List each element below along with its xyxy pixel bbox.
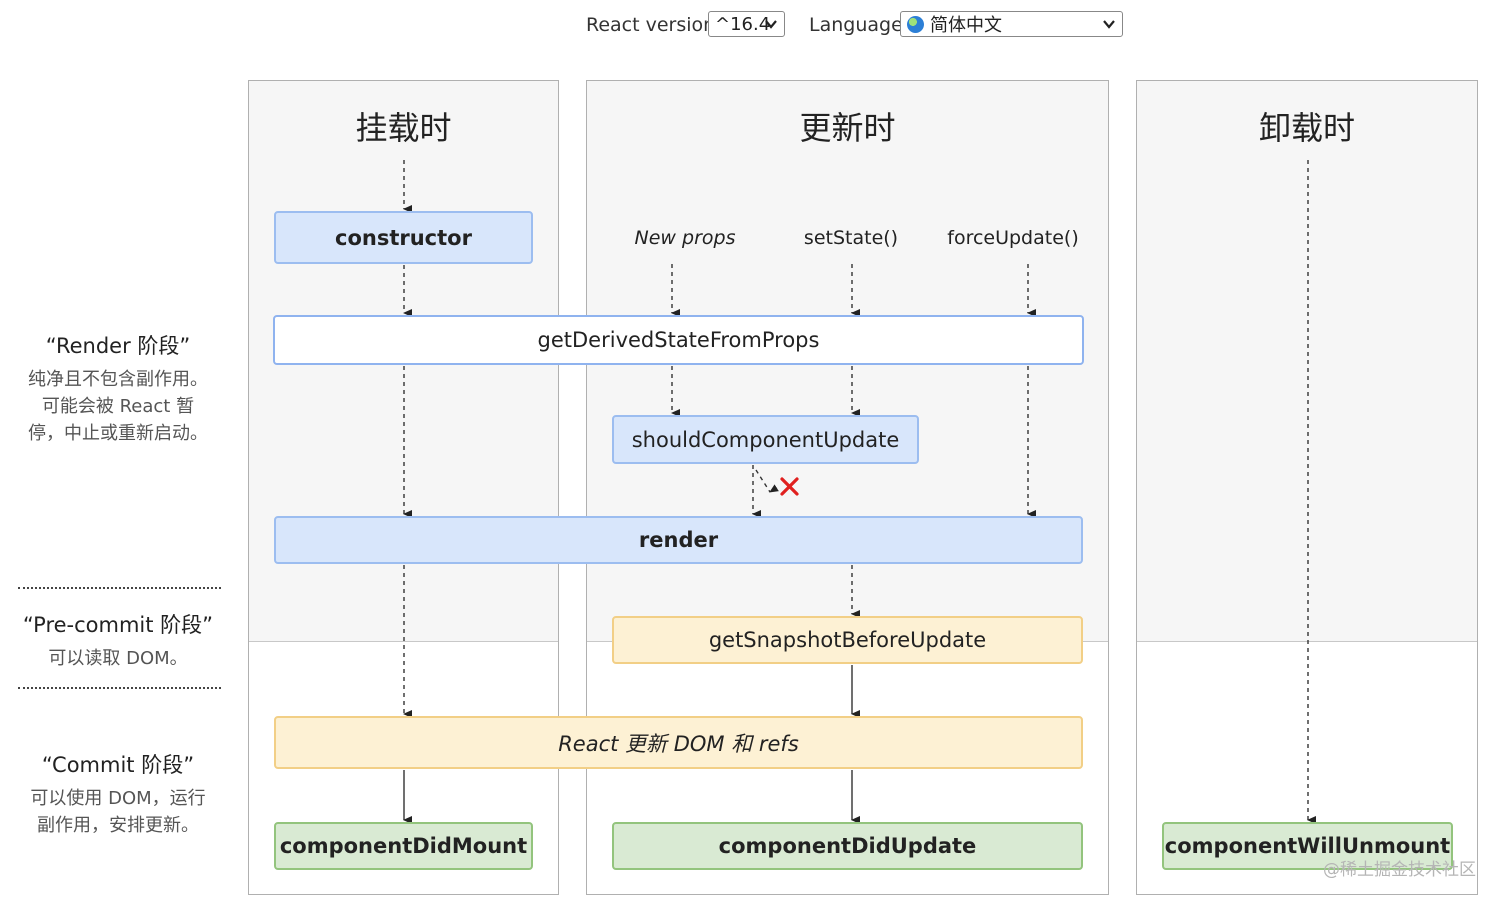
render-box: render [274,516,1083,564]
language-value: 简体中文 [930,15,1002,36]
react-updates-dom-box: React 更新 DOM 和 refs [274,716,1083,769]
desc-line: 可以读取 DOM。 [48,648,188,669]
desc-line: 停，中止或重新启动。 [28,423,208,444]
arrow [755,469,779,493]
language-select[interactable]: 简体中文 [900,11,1123,37]
component-did-mount-box: componentDidMount [274,822,533,870]
commit-phase-title: “Commit 阶段” [41,753,195,777]
update-column-title: 更新时 [799,109,896,147]
new-props-trigger: New props [634,227,736,249]
desc-line: 副作用，安排更新。 [37,815,199,836]
desc-line: 纯净且不包含副作用。 [28,369,208,390]
render-phase-desc: 纯净且不包含副作用。 可能会被 React 暂 停，中止或重新启动。 [20,366,216,447]
constructor-box: constructor [274,211,533,264]
chevron-down-icon [1103,20,1115,29]
commit-phase-desc: 可以使用 DOM，运行 副作用，安排更新。 [20,785,216,839]
phase-divider [1137,641,1477,642]
set-state-trigger: setState() [803,227,899,249]
toolbar: React version ^16.4 Language 简体中文 [0,10,1500,40]
render-phase-title: “Render 阶段” [45,334,191,358]
desc-line: 可能会被 React 暂 [41,396,195,417]
phase-separator [18,587,221,589]
component-will-unmount-box: componentWillUnmount [1162,822,1453,870]
unmount-column-title: 卸载时 [1258,109,1355,147]
globe-icon [907,15,924,33]
react-version-value: ^16.4 [715,13,771,35]
phase-divider [249,641,558,642]
get-snapshot-box: getSnapshotBeforeUpdate [612,616,1083,664]
cancel-x-icon [780,477,799,496]
pre-commit-phase-title: “Pre-commit 阶段” [22,613,214,637]
react-version-label: React version [586,14,716,36]
desc-line: 可以使用 DOM，运行 [30,788,206,809]
unmount-column: 卸载时 [1136,80,1478,895]
mount-column-title: 挂载时 [355,109,452,147]
force-update-trigger: forceUpdate() [947,227,1079,249]
component-did-update-box: componentDidUpdate [612,822,1083,870]
pre-commit-phase-desc: 可以读取 DOM。 [20,645,216,672]
chevron-down-icon [765,20,777,29]
language-label: Language [809,14,903,36]
watermark: @稀土掘金技术社区 [1323,860,1476,880]
phase-separator [18,687,221,689]
should-component-update-box: shouldComponentUpdate [612,415,919,464]
get-derived-state-box: getDerivedStateFromProps [273,315,1084,365]
react-version-select[interactable]: ^16.4 [708,11,785,37]
